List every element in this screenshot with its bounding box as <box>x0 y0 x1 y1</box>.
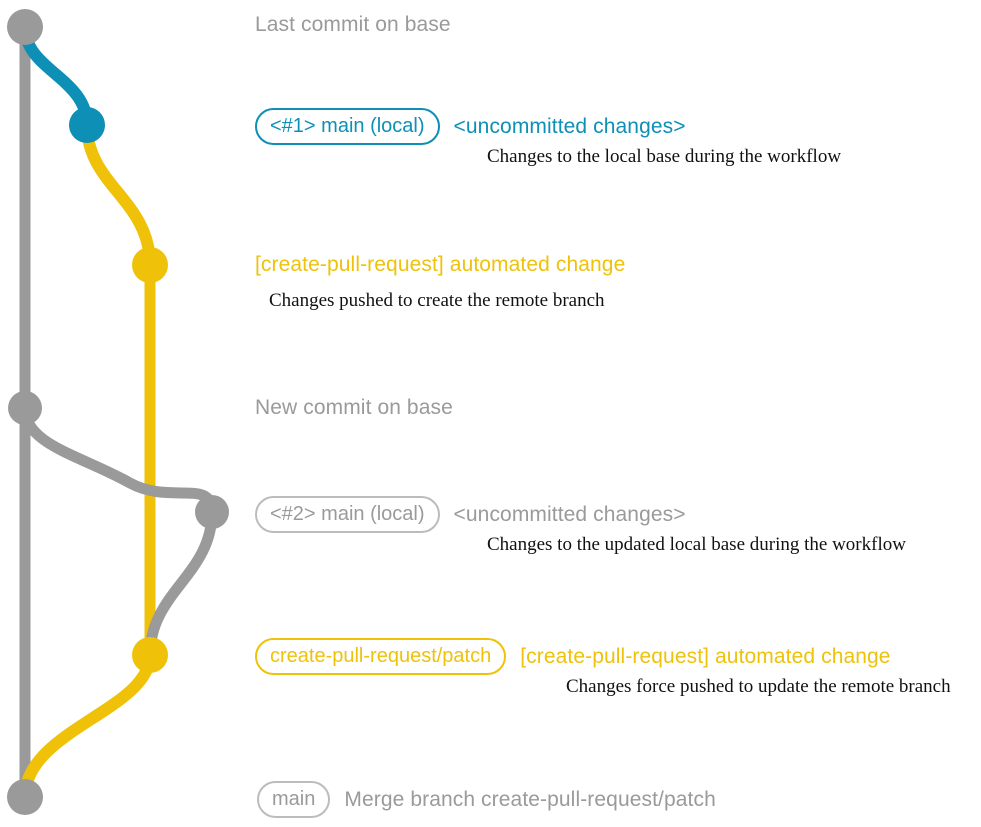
commit-note-local-2: Changes to the updated local base during… <box>487 534 906 555</box>
commit-node-patch-2[interactable] <box>132 637 168 673</box>
commit-subject: Last commit on base <box>255 13 451 36</box>
edge-local2-to-patch2 <box>144 506 218 661</box>
commit-row-last-commit-on-base: Last commit on base <box>255 13 451 37</box>
commit-note-automated-change-1: Changes pushed to create the remote bran… <box>269 290 605 311</box>
commit-subject: <uncommitted changes> <box>453 502 686 526</box>
commit-row-new-commit-on-base: New commit on base <box>255 396 453 420</box>
ref-badge-main[interactable]: main <box>257 781 331 818</box>
commit-node-base-new[interactable] <box>8 391 42 425</box>
commit-subject: <uncommitted changes> <box>453 114 686 138</box>
commit-node-local-2[interactable] <box>195 495 229 529</box>
commit-subject: Merge branch create-pull-request/patch <box>344 787 716 811</box>
commit-subject: New commit on base <box>255 396 453 419</box>
commit-row-automated-change-2: create-pull-request/patch [create-pull-r… <box>255 638 891 675</box>
commit-node-base-last[interactable] <box>7 9 43 45</box>
edge-local1-to-patch1 <box>81 119 156 271</box>
edge-base-to-local2 <box>19 402 218 518</box>
ref-badge-main-local-1[interactable]: <#1> main (local) <box>255 108 440 145</box>
commit-graph <box>7 9 229 815</box>
commit-subject: [create-pull-request] automated change <box>255 253 626 276</box>
commit-row-merge-commit: main Merge branch create-pull-request/pa… <box>257 781 716 818</box>
commit-node-patch-1[interactable] <box>132 247 168 283</box>
ref-badge-create-pull-request-patch[interactable]: create-pull-request/patch <box>255 638 507 675</box>
commit-note-automated-change-2: Changes force pushed to update the remot… <box>566 676 951 697</box>
edge-patch2-to-merge <box>19 649 156 803</box>
commit-subject: [create-pull-request] automated change <box>520 644 891 668</box>
commit-note-local-1: Changes to the local base during the wor… <box>487 146 842 167</box>
commit-row-automated-change-1: [create-pull-request] automated change <box>255 253 625 277</box>
ref-badge-main-local-2[interactable]: <#2> main (local) <box>255 496 440 533</box>
commit-row-local-1: <#1> main (local) <uncommitted changes> <box>255 108 686 145</box>
commit-row-local-2: <#2> main (local) <uncommitted changes> <box>255 496 686 533</box>
commit-node-local-1[interactable] <box>69 107 105 143</box>
commit-node-merge[interactable] <box>7 779 43 815</box>
